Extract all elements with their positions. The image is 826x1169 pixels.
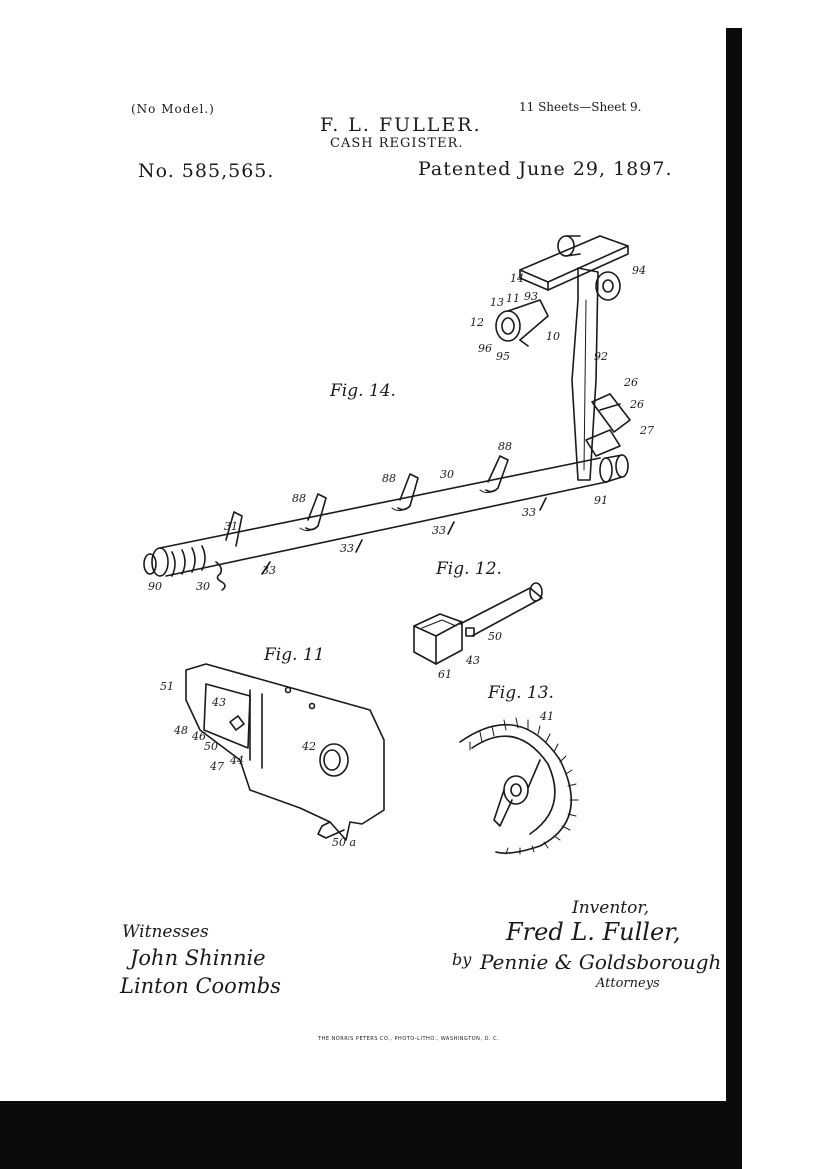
ref-88-mid: 88 — [382, 472, 396, 485]
ref-33-d: 33 — [262, 564, 276, 577]
ref-61: 61 — [438, 668, 452, 681]
ref-50a: 50 a — [332, 836, 356, 849]
patent-title: CASH REGISTER. — [330, 136, 464, 151]
ref-46: 46 — [191, 730, 206, 743]
witness-signature-1: John Shinnie — [130, 946, 266, 970]
scan-border-bottom — [0, 1101, 742, 1169]
fig12-label: Fig. 12. — [435, 559, 502, 579]
ref-51: 51 — [160, 680, 174, 693]
ref-13: 13 — [490, 296, 504, 309]
ref-26-top: 26 — [623, 376, 638, 389]
fig12-drawing — [413, 582, 543, 665]
fig11-label: Fig. 11 — [263, 645, 325, 665]
ref-12: 12 — [470, 316, 484, 329]
fig13-drawing — [459, 717, 579, 855]
ref-33-c: 33 — [340, 542, 354, 555]
ref-42: 42 — [301, 740, 316, 753]
ref-11: 11 — [506, 292, 520, 305]
ref-93: 93 — [524, 290, 538, 303]
scan-border-right — [726, 28, 742, 1169]
ref-48: 48 — [173, 724, 188, 737]
ref-26: 26 — [629, 398, 644, 411]
patent-date: Patented June 29, 1897. — [418, 158, 673, 180]
ref-41: 41 — [539, 710, 554, 723]
ref-95: 95 — [496, 350, 510, 363]
ref-43-fig11: 43 — [211, 696, 226, 709]
ref-27: 27 — [639, 424, 654, 437]
witness-signature-2: Linton Coombs — [120, 974, 281, 998]
ref-30-shaft: 30 — [440, 468, 454, 481]
inventor-label: Inventor, — [572, 898, 650, 918]
ref-50-fig12: 50 — [488, 630, 502, 643]
ref-92: 92 — [594, 350, 608, 363]
ref-94: 94 — [632, 264, 646, 277]
ref-91: 91 — [594, 494, 608, 507]
ref-33-b: 33 — [432, 524, 446, 537]
ref-44: 44 — [229, 754, 244, 767]
ref-33-a: 33 — [522, 506, 536, 519]
ref-30: 30 — [196, 580, 210, 593]
witnesses-label: Witnesses — [122, 922, 209, 942]
ref-90: 90 — [148, 580, 162, 593]
inventor-signature: Fred L. Fuller, — [506, 918, 681, 946]
ref-43-fig12: 43 — [465, 654, 480, 667]
ref-96: 96 — [478, 342, 492, 355]
ref-88-left: 88 — [292, 492, 306, 505]
ref-10: 10 — [546, 330, 560, 343]
fig11-drawing — [185, 663, 385, 841]
sheet-count: 11 Sheets—Sheet 9. — [519, 100, 642, 114]
ref-88-right: 88 — [498, 440, 512, 453]
ref-47: 47 — [209, 760, 224, 773]
attorneys-label: Attorneys — [596, 976, 660, 991]
ref-50-fig11: 50 — [204, 740, 218, 753]
ref-31: 31 — [224, 520, 238, 533]
inventor-name-header: F. L. FULLER. — [320, 114, 482, 136]
attorney-signature: Pennie & Goldsborough — [480, 950, 722, 974]
patent-number: No. 585,565. — [138, 160, 275, 182]
ref-14: 14 — [510, 272, 524, 285]
printer-credit: THE NORRIS PETERS CO., PHOTO-LITHO., WAS… — [318, 1036, 500, 1042]
fig14-drawing — [143, 235, 631, 591]
fig13-label: Fig. 13. — [487, 683, 554, 703]
no-model-note: (No Model.) — [131, 102, 215, 116]
by-label: by — [452, 950, 472, 969]
fig14-label: Fig. 14. — [329, 381, 396, 401]
